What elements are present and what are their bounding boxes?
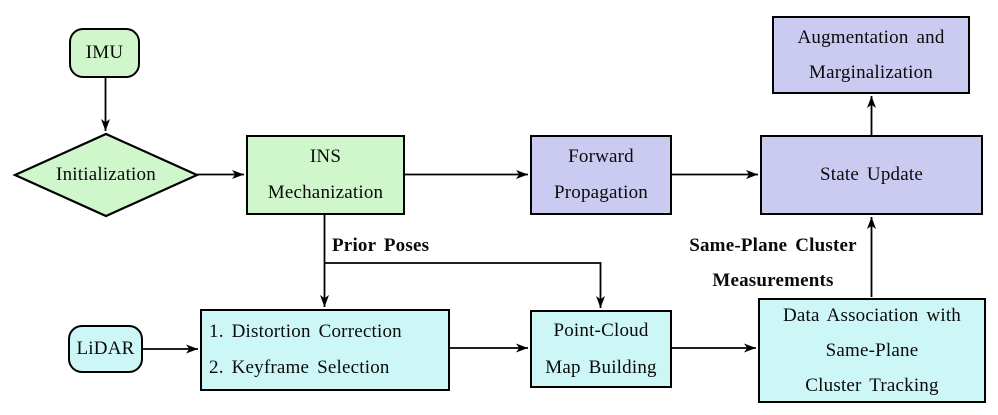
- node-ins-mechanization-line2: Mechanization: [267, 182, 384, 203]
- edge-label-same-plane-cluster-measurements: Same-Plane Cluster Measurements: [673, 228, 873, 298]
- node-initialization-label: Initialization: [56, 164, 156, 185]
- node-initialization: Initialization: [15, 134, 197, 216]
- node-forward-propagation-line2: Propagation: [553, 182, 649, 203]
- edge-label-prior-poses: Prior Poses: [332, 235, 430, 256]
- node-ins-mechanization-line1: INS: [309, 146, 342, 167]
- node-augmentation-line1: Augmentation and: [797, 27, 945, 48]
- node-point-cloud-map-building: Point-Cloud Map Building: [530, 310, 672, 388]
- node-imu-label: IMU: [85, 42, 124, 63]
- node-map-building-line2: Map Building: [545, 357, 657, 378]
- node-augmentation-line2: Marginalization: [808, 62, 933, 83]
- edge-label-same-plane-line2: Measurements: [712, 270, 834, 291]
- node-lidar: LiDAR: [68, 325, 143, 373]
- node-augmentation-marginalization: Augmentation and Marginalization: [772, 16, 970, 94]
- node-forward-propagation: Forward Propagation: [530, 135, 672, 215]
- node-preprocessing-line2: 2. Keyframe Selection: [209, 357, 390, 378]
- node-map-building-line1: Point-Cloud: [553, 320, 649, 341]
- node-data-association: Data Association with Same-Plane Cluster…: [758, 298, 986, 403]
- edge-prior-poses-branch-to-map-building: [324, 262, 605, 308]
- node-lidar-label: LiDAR: [76, 338, 135, 359]
- node-data-association-line3: Cluster Tracking: [805, 375, 939, 396]
- node-imu: IMU: [69, 28, 140, 78]
- node-state-update: State Update: [760, 135, 983, 215]
- edge-label-same-plane-line1: Same-Plane Cluster: [689, 235, 857, 256]
- node-data-association-line2: Same-Plane: [825, 340, 919, 361]
- node-forward-propagation-line1: Forward: [568, 146, 634, 167]
- node-state-update-label: State Update: [819, 164, 923, 185]
- node-ins-mechanization: INS Mechanization: [246, 135, 405, 215]
- node-data-association-line1: Data Association with: [782, 305, 961, 326]
- node-preprocessing-line1: 1. Distortion Correction: [209, 321, 402, 342]
- node-lidar-preprocessing: 1. Distortion Correction 2. Keyframe Sel…: [200, 309, 450, 391]
